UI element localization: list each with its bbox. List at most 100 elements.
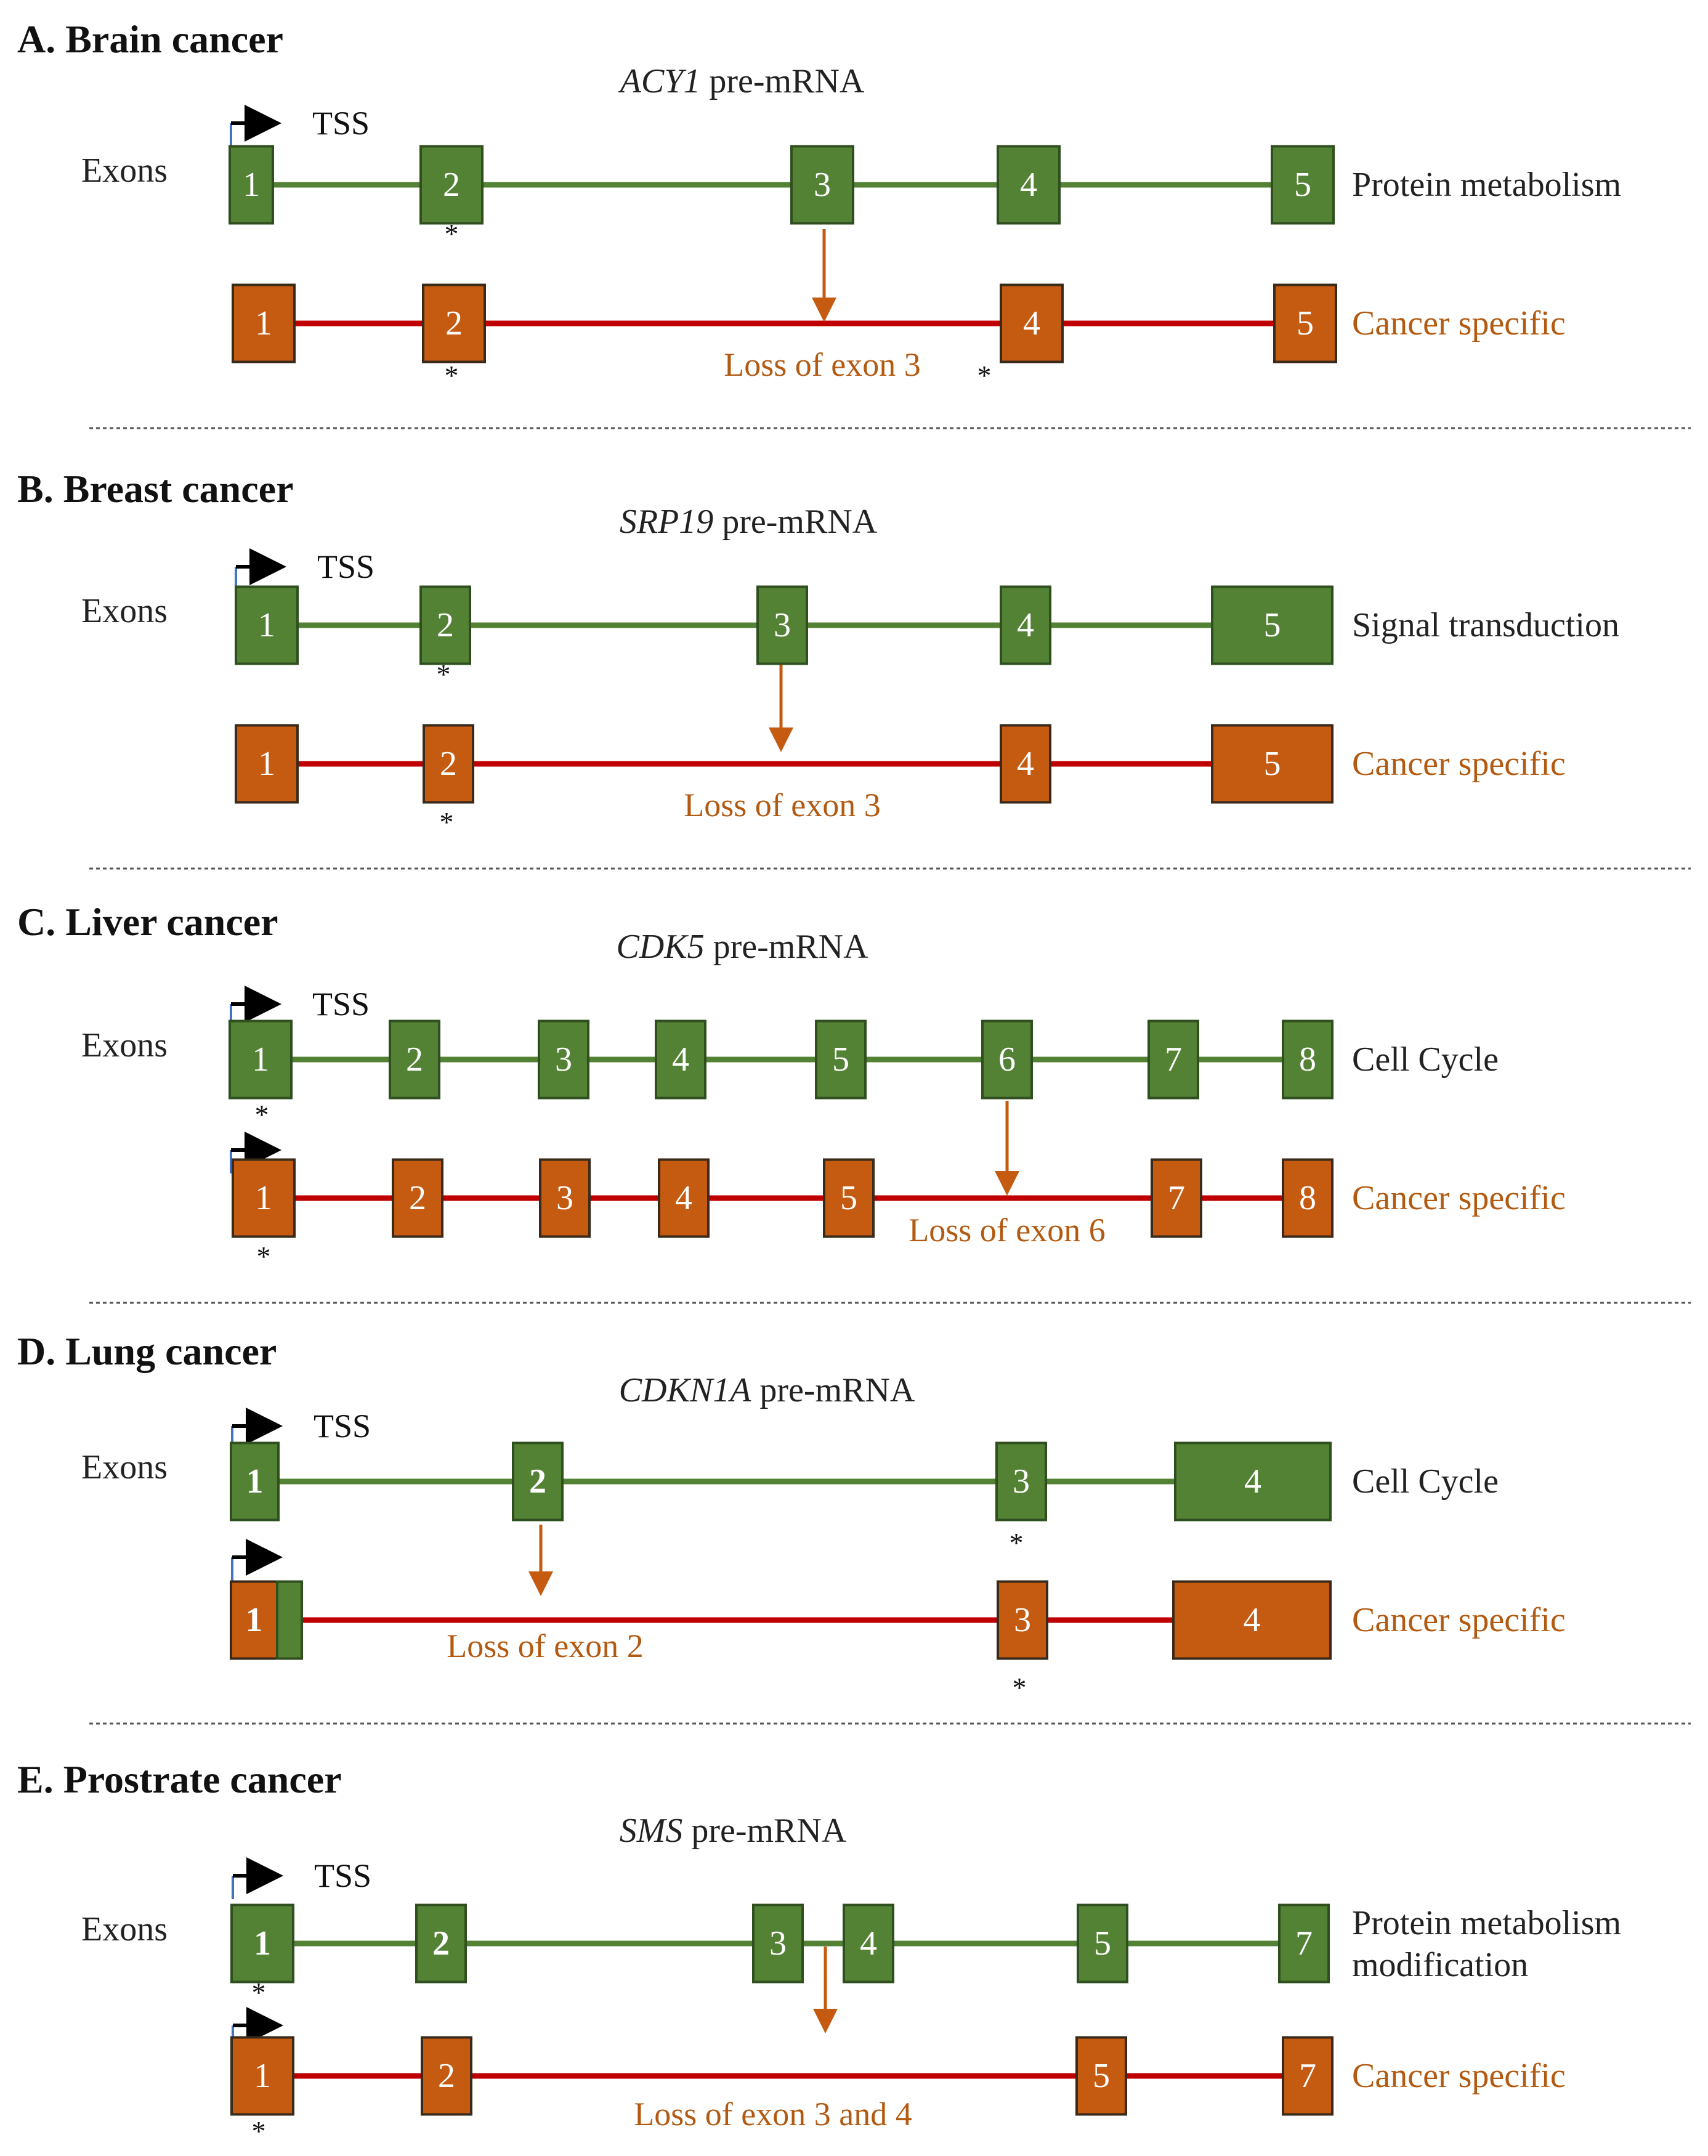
normal-exon-6: 6	[981, 1019, 1033, 1100]
normal-exon-8-box	[1282, 1019, 1334, 1100]
normal-exon-1: 1	[235, 585, 299, 665]
cancer-specific-label: Cancer specific	[1352, 2057, 1566, 2095]
cancer-exon-3-box	[539, 1158, 591, 1238]
cancer-exon-2: 2	[423, 724, 474, 804]
normal-exon-4-number: 4	[1244, 1462, 1261, 1501]
gene-label: SMS pre-mRNA	[620, 1812, 847, 1850]
normal-exon-3-box	[756, 585, 808, 665]
cancer-exon-4-box	[1000, 283, 1064, 363]
normal-exon-4-box	[843, 1903, 894, 1984]
tss-marker: TSS	[230, 105, 370, 147]
cancer-exon-5-number: 5	[840, 1179, 857, 1217]
normal-exon-5: 5	[1211, 585, 1334, 665]
cancer-exon-3: 3	[997, 1580, 1048, 1660]
normal-exon-1: 1	[230, 1441, 280, 1522]
cancer-exon-1-number: 1	[255, 304, 272, 342]
cancer-specific-label: Cancer specific	[1352, 1601, 1566, 1639]
normal-exon-3: 3	[538, 1019, 589, 1100]
cancer-exon-1-box	[235, 724, 299, 804]
normal-exon-5-box	[1211, 585, 1334, 665]
gene-name: CDK5	[616, 928, 704, 966]
cancer-exon-5: 5	[1211, 724, 1334, 804]
panel-title: E. Prostrate cancer	[17, 1757, 342, 1801]
cancer-exon-2-box	[422, 283, 486, 363]
normal-exon-1-box	[230, 1903, 294, 1984]
function-label: Signal transduction	[1352, 606, 1619, 644]
normal-exon-2: 2	[512, 1441, 564, 1522]
normal-exon-2-number: 2	[443, 166, 460, 204]
normal-exon-1-number: 1	[258, 606, 275, 644]
retained-exon-segment	[276, 1580, 303, 1660]
gene-name: CDKN1A	[619, 1371, 751, 1409]
normal-exon-1: 1	[229, 145, 274, 225]
normal-exon-2: 2	[415, 1903, 467, 1984]
cancer-exon-4-number: 4	[1017, 745, 1034, 783]
cancer-exon-8-box	[1282, 1158, 1334, 1238]
tss-marker: TSS	[232, 1857, 371, 1899]
normal-exon-1-box	[235, 585, 299, 665]
gene-label: CDK5 pre-mRNA	[616, 928, 868, 966]
asterisk-marker: *	[437, 659, 451, 690]
normal-exon-5: 5	[815, 1019, 867, 1100]
normal-exon-3-number: 3	[769, 1924, 787, 1963]
cancer-exon-4: 4	[1000, 724, 1051, 804]
cancer-exon-2-number: 2	[438, 2057, 455, 2095]
panel-title: D. Lung cancer	[17, 1329, 277, 1373]
cancer-exon-4: 4	[1000, 283, 1064, 363]
normal-exon-1-number: 1	[246, 1462, 264, 1501]
normal-exon-2-box	[415, 1903, 467, 1984]
cancer-exon-2-box	[423, 724, 474, 804]
cancer-exon-4: 4	[658, 1158, 710, 1238]
cancer-exon-5-box	[823, 1158, 875, 1238]
normal-exon-7-number: 7	[1295, 1924, 1313, 1963]
cancer-exon-1-box	[230, 2036, 294, 2116]
tss-label: TSS	[317, 548, 374, 585]
tss-marker: TSS	[230, 986, 370, 1027]
normal-exon-4-box	[997, 145, 1061, 225]
normal-exon-3: 3	[756, 585, 808, 665]
cancer-exon-5-number: 5	[1093, 2057, 1110, 2095]
cancer-exon-2-number: 2	[409, 1179, 426, 1217]
exons-label: Exons	[81, 592, 168, 630]
exons-label: Exons	[81, 1910, 168, 1948]
cancer-exon-1: 1	[235, 724, 299, 804]
cancer-exon-1-number: 1	[246, 1601, 263, 1639]
asterisk-marker: *	[1010, 1527, 1024, 1558]
normal-exon-1-number: 1	[243, 166, 260, 204]
cancer-exon-1-box	[232, 1158, 296, 1238]
tss-marker: TSS	[231, 1408, 371, 1449]
cancer-exon-4-number: 4	[675, 1179, 692, 1217]
cancer-specific-label: Cancer specific	[1352, 1179, 1566, 1217]
cancer-exon-8-number: 8	[1299, 1179, 1316, 1217]
normal-exon-1-number: 1	[252, 1040, 269, 1079]
normal-exon-8-number: 8	[1299, 1040, 1316, 1079]
normal-exon-5: 5	[1077, 1903, 1128, 1984]
function-label: Protein metabolism	[1352, 166, 1621, 204]
function-label: Cell Cycle	[1352, 1040, 1499, 1079]
normal-exon-2-box	[419, 145, 484, 225]
tss-label: TSS	[314, 1857, 371, 1894]
cancer-exon-4-box	[658, 1158, 710, 1238]
cancer-exon-7-number: 7	[1168, 1179, 1185, 1217]
loss-label: Loss of exon 3	[684, 787, 880, 824]
gene-suffix: pre-mRNA	[700, 62, 865, 100]
cancer-exon-3-number: 3	[556, 1179, 573, 1217]
normal-exon-5-number: 5	[1264, 606, 1281, 644]
asterisk-marker: *	[252, 2115, 266, 2147]
normal-exon-5-number: 5	[832, 1040, 849, 1079]
function-label: Protein metabolism	[1352, 1904, 1621, 1942]
cancer-exon-5: 5	[823, 1158, 875, 1238]
asterisk-marker: *	[255, 1099, 269, 1130]
gene-label: SRP19 pre-mRNA	[620, 503, 878, 541]
cancer-exon-1: 1	[232, 1158, 296, 1238]
tss-marker	[230, 1132, 281, 1173]
normal-exon-6-number: 6	[998, 1040, 1016, 1079]
asterisk-marker: *	[445, 360, 459, 391]
gene-suffix: pre-mRNA	[705, 928, 869, 966]
cancer-exon-3: 3	[539, 1158, 591, 1238]
normal-exon-3-number: 3	[1013, 1462, 1030, 1501]
normal-exon-5-number: 5	[1094, 1924, 1111, 1963]
